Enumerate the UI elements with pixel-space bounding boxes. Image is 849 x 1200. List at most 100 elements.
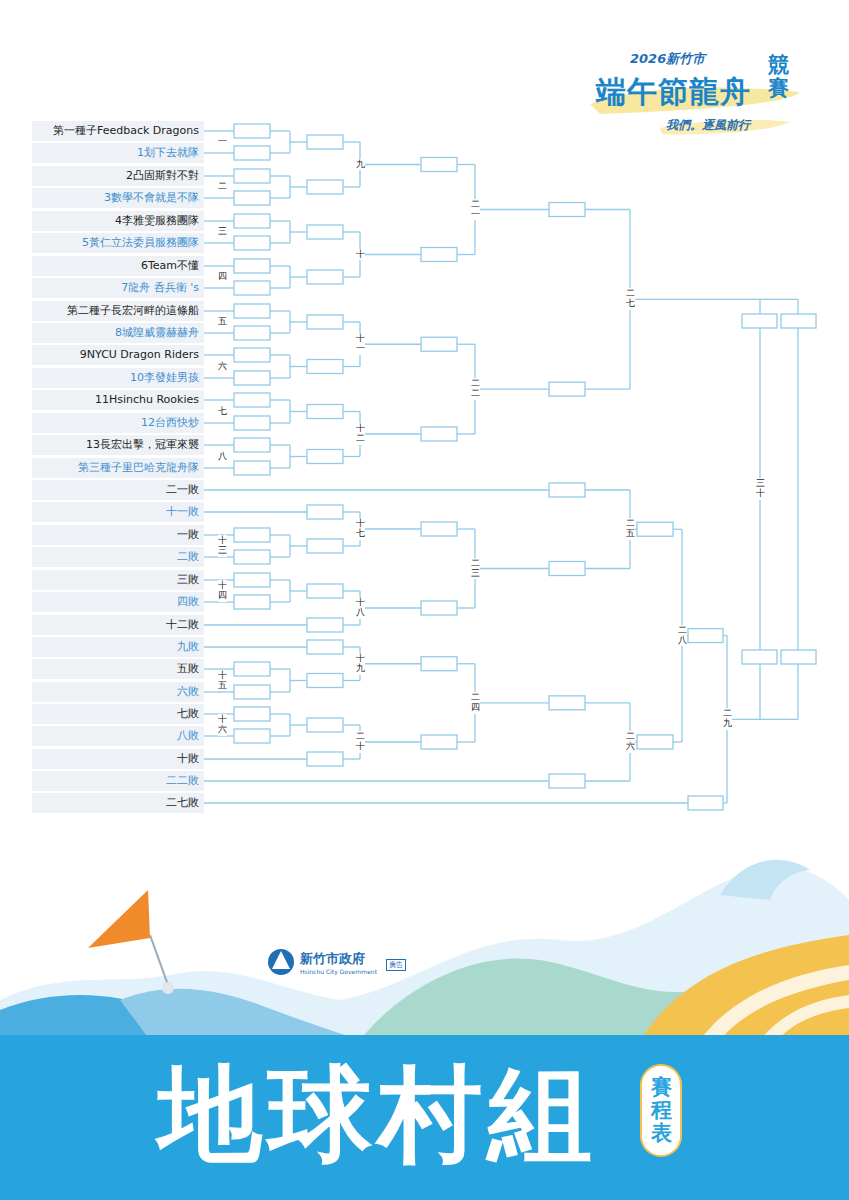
team-band: 8城隍威靈赫赫舟 <box>32 323 204 343</box>
bracket-line <box>204 399 234 400</box>
team-name: 五敗 <box>177 662 199 675</box>
bracket-line <box>290 186 307 187</box>
bracket-line <box>270 579 290 580</box>
bracket-line <box>343 411 360 412</box>
match-number: 七 <box>218 406 227 418</box>
bracket-line <box>630 299 798 300</box>
match-slot <box>742 314 777 328</box>
match-slot <box>742 650 777 664</box>
match-slot <box>234 416 270 430</box>
logo-emblem <box>268 949 294 975</box>
match-number: 十九 <box>356 653 365 675</box>
team-name: 二二敗 <box>166 774 199 787</box>
bracket-line <box>343 680 360 681</box>
team-name: 12台西快炒 <box>141 416 199 429</box>
bracket-line <box>457 607 475 608</box>
match-slot <box>234 169 270 183</box>
bracket-line <box>270 220 290 221</box>
wave-mid <box>120 989 360 1040</box>
splash <box>720 860 810 900</box>
bracket-line <box>475 388 549 389</box>
bracket-line <box>343 231 360 232</box>
team-name: 6Team不懂 <box>141 259 199 272</box>
match-slot <box>234 326 270 340</box>
bracket-line <box>270 310 290 311</box>
title-vertical: 競賽 <box>768 54 789 100</box>
match-slot <box>234 191 270 205</box>
team-band: 13長宏出擊，冠軍來襲 <box>32 435 204 455</box>
match-slot <box>421 158 457 172</box>
team-name: 8城隍威靈赫赫舟 <box>115 326 199 339</box>
match-number: 十四 <box>218 580 227 602</box>
bracket-line <box>290 590 307 591</box>
match-slot <box>234 438 270 452</box>
match-number: 十 <box>356 249 365 261</box>
team-band: 9NYCU Dragon Riders <box>32 345 204 365</box>
bracket-line <box>343 590 360 591</box>
team-name: 7龍舟 呑兵衛 's <box>121 281 199 294</box>
bracket-line <box>270 265 290 266</box>
match-number: 十三 <box>218 535 227 557</box>
bracket-line <box>204 242 234 243</box>
match-number: 二五 <box>626 518 635 540</box>
bracket-line <box>270 242 290 243</box>
match-number: 二二 <box>471 378 480 400</box>
match-slot <box>421 735 457 749</box>
match-number: 二十 <box>356 731 365 753</box>
team-band: 六敗 <box>32 682 204 702</box>
team-name: 三敗 <box>177 573 199 586</box>
bracket-line <box>585 702 630 703</box>
team-band: 第二種子長宏河畔的這條船 <box>32 301 204 321</box>
bracket-line <box>797 328 798 650</box>
bracket-line <box>204 802 688 803</box>
match-slot <box>234 595 270 609</box>
match-number: 二三 <box>471 558 480 580</box>
team-name: 10李發娃男孩 <box>130 371 199 384</box>
bracket-line <box>343 511 360 512</box>
match-slot <box>421 248 457 262</box>
match-number: 十八 <box>356 597 365 619</box>
team-band: 6Team不懂 <box>32 256 204 276</box>
bracket-line <box>290 366 307 367</box>
bracket-line <box>475 702 549 703</box>
team-band: 7龍舟 呑兵衛 's <box>32 278 204 298</box>
match-slot <box>307 315 343 329</box>
bracket-line <box>204 175 234 176</box>
match-slot <box>307 584 343 598</box>
bracket-line <box>270 534 290 535</box>
bracket-line <box>343 321 360 322</box>
match-slot <box>781 314 816 328</box>
match-slot <box>234 348 270 362</box>
match-number: 五 <box>218 316 227 328</box>
bracket-line <box>204 220 234 221</box>
team-name: 第一種子Feedback Dragons <box>53 124 199 137</box>
bracket-line <box>204 197 234 198</box>
team-band: 二敗 <box>32 547 204 567</box>
bracket-line <box>204 354 234 355</box>
buoy <box>162 982 174 994</box>
bracket-line <box>270 197 290 198</box>
bracket-line <box>270 467 290 468</box>
bracket-line <box>343 724 360 725</box>
match-number: 二四 <box>471 692 480 714</box>
bracket-line <box>204 287 234 288</box>
bracket-line <box>673 741 682 742</box>
match-slot <box>307 405 343 419</box>
bracket-line <box>343 141 360 142</box>
team-name: 八敗 <box>177 729 199 742</box>
bracket-line <box>270 444 290 445</box>
team-band: 第三種子里巴哈克龍舟隊 <box>32 458 204 478</box>
match-slot <box>234 662 270 676</box>
team-name: 2凸固斯對不對 <box>126 169 199 182</box>
team-name: 六敗 <box>177 685 199 698</box>
bracket-line <box>475 209 549 210</box>
bracket-line <box>360 254 421 255</box>
bracket-line <box>270 601 290 602</box>
match-number: 三十 <box>756 478 765 500</box>
bracket-line <box>457 528 475 529</box>
match-slot <box>307 674 343 688</box>
match-number: 二六 <box>626 731 635 753</box>
bracket-line <box>343 456 360 457</box>
bracket-line <box>360 164 421 165</box>
team-name: 9NYCU Dragon Riders <box>80 348 199 361</box>
